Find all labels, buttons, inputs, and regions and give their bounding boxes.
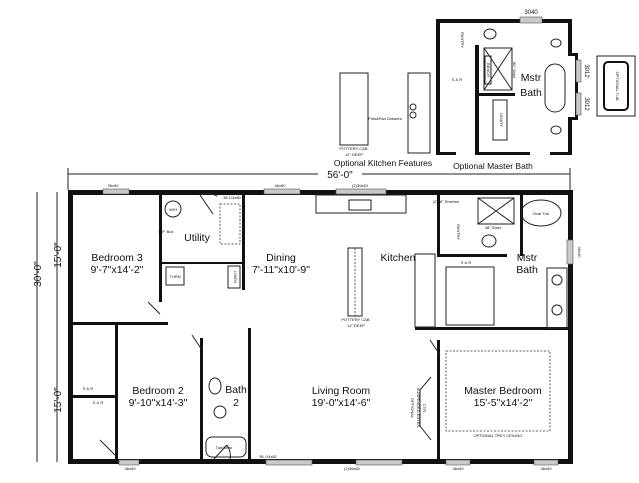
window-label: 36x59 <box>125 466 137 471</box>
sink-icon <box>550 38 562 48</box>
window-label: 3012 <box>583 97 589 111</box>
trey-ceiling <box>445 350 551 432</box>
optional-island <box>339 72 369 146</box>
window-label: 3040 <box>524 10 538 16</box>
room-size-bedroom3: 9'-7"x14'-2" <box>91 264 144 276</box>
window-label: 46x80 <box>275 183 287 188</box>
sink-icon <box>409 103 417 111</box>
sink-icon <box>208 377 222 395</box>
pots-label: Pots&Pan Drawers <box>368 116 402 121</box>
optional-tub-icon <box>596 55 636 117</box>
water-heater-icon <box>164 200 182 218</box>
opt-bath-name: Bath <box>520 87 542 99</box>
optional-kitchen-caption: Optional Kitchen Features <box>334 158 432 168</box>
shower-label: 48" Shwr <box>485 225 502 230</box>
sr-label: S & R <box>83 386 94 391</box>
linen-label: LINEN <box>233 271 238 283</box>
opt-bath-name: Mstr <box>521 72 542 84</box>
room-name-bedroom2: Bedroom 2 <box>132 385 184 397</box>
fixtures: W/H E.P. Box TURN LINEN POTTERY CAB. 12"… <box>83 194 568 458</box>
optional-tub-label: OPTIONAL TUB <box>615 71 620 100</box>
sr-label: S & R <box>461 260 472 265</box>
tub-shower-label: Tub/Shwr <box>216 445 234 450</box>
optional-master-bath: 3040 3012 3012 BENCH 60" Shwr VANITY PAN… <box>436 10 636 171</box>
ent-label: SUSPENDED ENTER. <box>416 388 421 429</box>
exterior-walls <box>68 190 573 464</box>
pantry-label: PANTRY <box>460 32 465 48</box>
window-label: 36x59 <box>541 466 553 471</box>
pottery-label: POTTERY CAB. <box>341 317 370 322</box>
room-name-master-bedroom: Master Bedroom <box>464 385 542 397</box>
room-labels: Bedroom 3 9'-7"x14'-2" Utility Dining 7'… <box>91 232 543 409</box>
sink-icon <box>551 274 563 286</box>
window-label: 36x59 <box>453 466 465 471</box>
trey-label: OPTIONAL TREY CEILING <box>474 433 523 438</box>
interior-walls <box>68 192 570 462</box>
optional-counter <box>407 72 431 154</box>
room-size-master-bedroom: 15'-5"x14'-2" <box>474 397 533 409</box>
wh-label: W/H <box>169 207 177 212</box>
room-name-mstr-bath: Mstr <box>517 252 538 264</box>
room-size-living: 19'-0"x14'-6" <box>312 397 371 409</box>
sink-icon <box>409 111 417 119</box>
window-label: 3012 <box>583 64 589 78</box>
turn-label: TURN <box>169 274 180 279</box>
window-label: (2)30x40 <box>352 183 369 188</box>
door-label: 36 1/4x82 <box>259 454 277 459</box>
room-name-living: Living Room <box>312 385 371 397</box>
toilet-icon <box>483 28 497 40</box>
toilet-icon <box>481 234 497 248</box>
room-name-mstr-bath: Bath <box>516 264 538 276</box>
tub-icon <box>544 63 566 113</box>
pottery-label: POTTERY CAB. <box>339 146 368 151</box>
ent-label: OPTIONAL <box>410 398 415 419</box>
room-size-dining: 7'-11"x10'-9" <box>252 264 310 276</box>
doors: 36 1/4x80 36 1/4x82 <box>99 193 441 461</box>
shower-label: 60" Shwr <box>512 62 517 79</box>
room-name-bath2: 2 <box>233 397 239 409</box>
sink-icon <box>550 125 562 135</box>
ent-label: CTR <box>422 404 427 412</box>
bench-label: BENCH <box>486 63 491 77</box>
shelves-label: (2)16" Shelves <box>433 199 459 204</box>
dimensions: 56'-0" 30'-0" 15'-0" 15'-0" <box>33 168 571 462</box>
pottery-deep-label: 12" DEEP <box>347 323 365 328</box>
overall-width: 56'-0" <box>327 170 353 181</box>
room-name-utility: Utility <box>184 232 210 244</box>
optional-bath-caption: Optional Master Bath <box>453 161 533 171</box>
toilet-icon <box>213 405 227 419</box>
window-label: 36x59 <box>108 183 120 188</box>
shower-icon <box>483 47 513 91</box>
vanity-label: VANITY <box>499 113 504 127</box>
kitchen-counter <box>315 194 407 214</box>
sr-label: S & R <box>93 400 104 405</box>
sink-icon <box>551 304 563 316</box>
depth-top: 15'-0" <box>53 242 64 268</box>
room-name-dining: Dining <box>266 252 296 264</box>
pottery-deep-label: 12" DEEP <box>345 152 363 157</box>
window-label: 30x40 <box>577 247 582 259</box>
oval-tub-label: Oval Tub <box>533 211 550 216</box>
oval-tub-icon <box>520 199 562 227</box>
ep-box-label: E.P. Box <box>158 229 173 234</box>
kitchen-sink-icon <box>348 199 372 211</box>
door-label: 36 1/4x80 <box>223 195 241 200</box>
sr-label: S & R <box>452 77 463 82</box>
room-name-bath2: Bath <box>225 384 247 396</box>
shower-icon <box>477 197 515 225</box>
bench <box>484 55 492 85</box>
room-name-kitchen: Kitchen <box>380 252 415 264</box>
kitchen-side-counter <box>414 253 436 328</box>
room-size-bedroom2: 9'-10"x14'-3" <box>129 397 188 409</box>
window-label: (2)36x80 <box>344 466 361 471</box>
room-name-bedroom3: Bedroom 3 <box>91 252 143 264</box>
overall-depth: 30'-0" <box>33 261 44 287</box>
tub-shower-icon <box>205 436 247 458</box>
depth-bottom: 15'-0" <box>53 387 64 413</box>
windows: 36x59 46x80 (2)30x40 30x40 36x59 (2)36x8… <box>102 183 582 471</box>
pantry-label: PANTRY <box>456 224 461 240</box>
optional-kitchen-features: POTTERY CAB. 12" DEEP Pots&Pan Drawers O… <box>334 72 432 168</box>
